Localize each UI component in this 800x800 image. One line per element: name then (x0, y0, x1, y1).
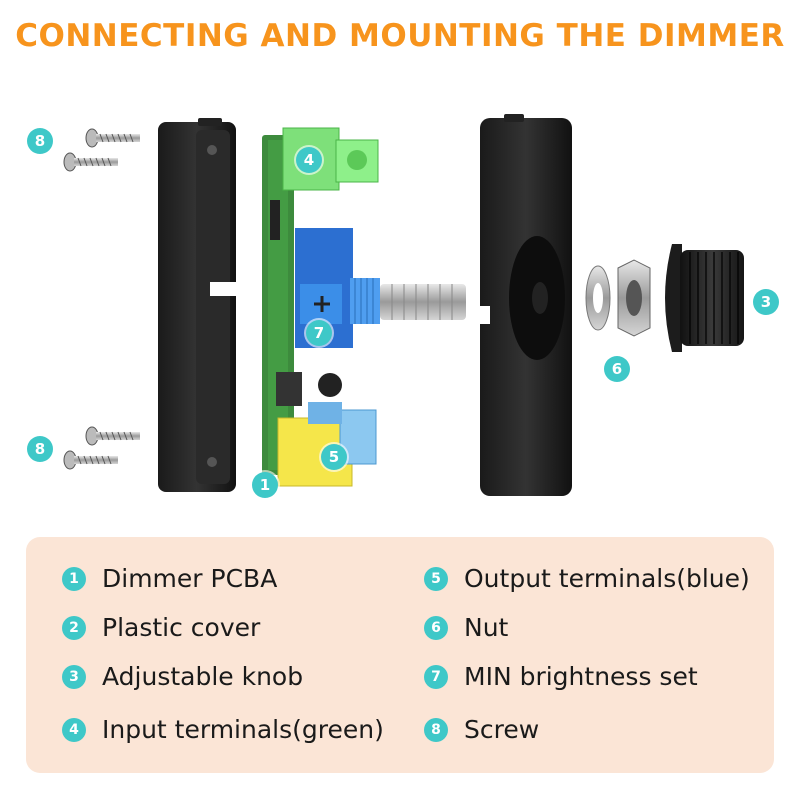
knob (665, 244, 744, 352)
input-terminal-green (282, 127, 379, 191)
screw-top-2 (63, 152, 118, 172)
legend-number: 4 (62, 717, 86, 742)
screw-bottom-2 (63, 450, 118, 470)
legend-number: 8 (424, 717, 448, 742)
callout-8-top: 8 (27, 128, 53, 154)
legend-item-5: 5 Output terminals(blue) (424, 564, 750, 593)
legend-label: Plastic cover (102, 613, 261, 642)
legend-number: 7 (424, 664, 448, 689)
callout-6: 6 (604, 356, 630, 382)
callout-8-bottom: 8 (27, 436, 53, 462)
legend-number: 6 (424, 615, 448, 640)
parts-legend: 1 Dimmer PCBA 2 Plastic cover 3 Adjustab… (26, 537, 774, 773)
washer (585, 265, 611, 331)
screw-top-1 (85, 128, 140, 148)
legend-label: Dimmer PCBA (102, 564, 278, 593)
page-title: CONNECTING AND MOUNTING THE DIMMER (15, 18, 785, 54)
legend-item-1: 1 Dimmer PCBA (62, 564, 277, 593)
callout-1: 1 (252, 472, 278, 498)
back-cover (158, 118, 236, 492)
nut (617, 259, 651, 337)
legend-item-7: 7 MIN brightness set (424, 662, 698, 691)
legend-number: 5 (424, 566, 448, 591)
legend-number: 1 (62, 566, 86, 591)
legend-label: MIN brightness set (464, 662, 698, 691)
legend-label: Output terminals(blue) (464, 564, 750, 593)
dimmer-pcb (262, 135, 342, 475)
legend-number: 3 (62, 664, 86, 689)
legend-label: Input terminals(green) (102, 715, 384, 744)
potentiometer (295, 228, 466, 348)
callout-7: 7 (306, 320, 332, 346)
legend-item-2: 2 Plastic cover (62, 613, 260, 642)
legend-label: Adjustable knob (102, 662, 304, 691)
legend-item-8: 8 Screw (424, 715, 539, 744)
legend-label: Nut (464, 613, 509, 642)
screw-bottom-1 (85, 426, 140, 446)
legend-item-3: 3 Adjustable knob (62, 662, 303, 691)
exploded-view-illustration (63, 114, 744, 496)
callout-4: 4 (296, 147, 322, 173)
callout-5: 5 (321, 444, 347, 470)
legend-number: 2 (62, 615, 86, 640)
front-cover (480, 114, 572, 496)
legend-item-6: 6 Nut (424, 613, 508, 642)
legend-label: Screw (464, 715, 540, 744)
legend-item-4: 4 Input terminals(green) (62, 715, 384, 744)
output-terminal-blue (277, 402, 377, 487)
callout-3: 3 (753, 289, 779, 315)
